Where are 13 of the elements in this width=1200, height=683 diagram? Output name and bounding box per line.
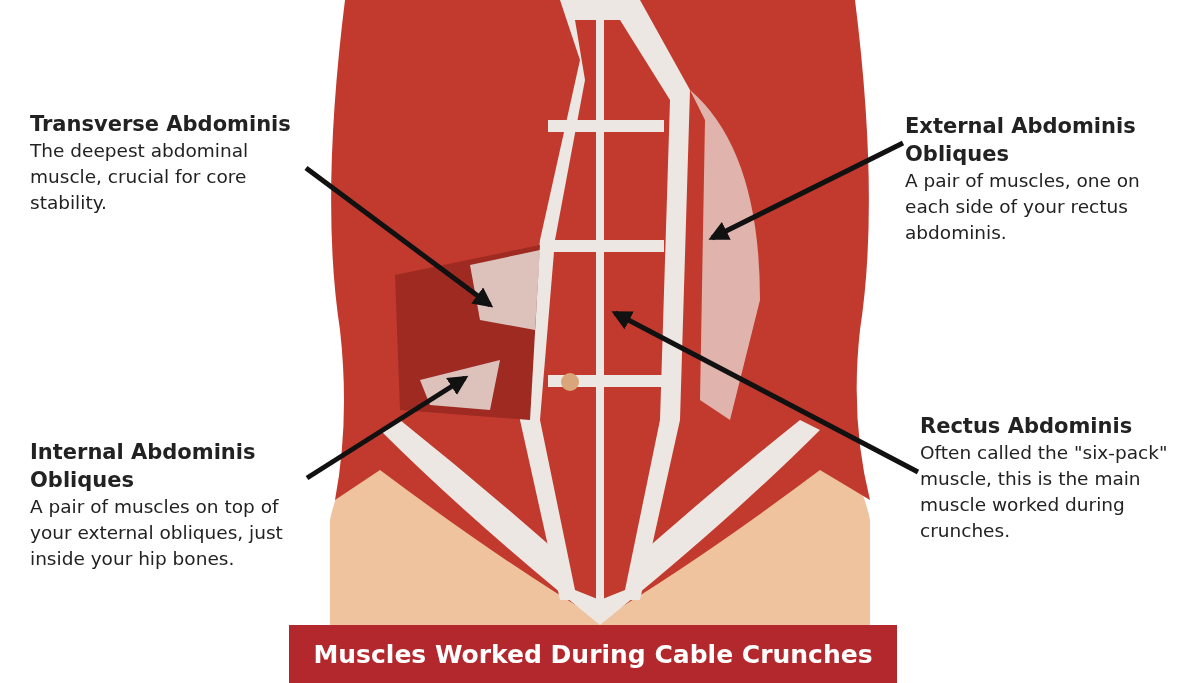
muscle-name: Internal Abdominis Obliques (30, 439, 257, 494)
muscle-description: Often called the "six-pack" muscle, this is the main muscle worked during crunches. (920, 441, 1169, 543)
title-banner: Muscles Worked During Cable Crunches (289, 625, 897, 683)
leader-arrow (304, 166, 494, 308)
leader-arrow (708, 140, 905, 241)
muscle-name: External Abdominis Obliques (905, 113, 1137, 168)
muscle-name: Transverse Abdominis (30, 111, 292, 138)
leader-arrow (611, 310, 920, 475)
muscle-name: Rectus Abdominis (920, 413, 1134, 440)
muscle-description: A pair of muscles, one on each side of your rectus abdominis. (905, 169, 1141, 245)
muscle-description: The deepest abdominal muscle, crucial for core stability. (30, 139, 250, 215)
muscle-description: A pair of muscles on top of your external obliques, just inside your hip bones. (30, 495, 284, 571)
leader-arrow (305, 375, 469, 481)
